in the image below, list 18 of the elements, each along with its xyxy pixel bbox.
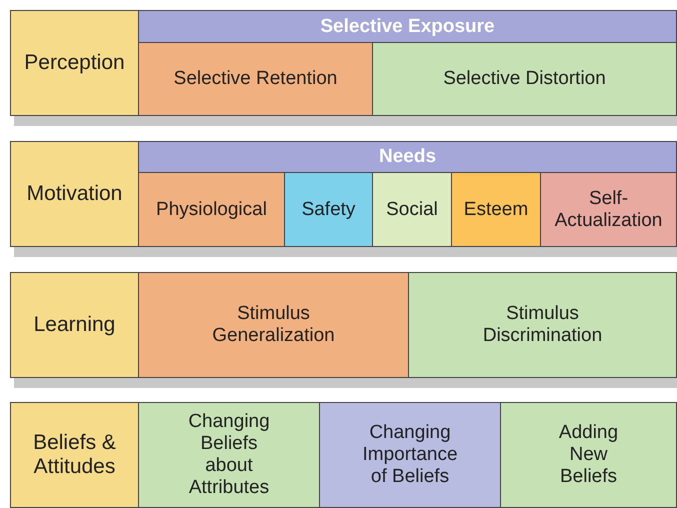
category-label-box: Learning [10,272,139,378]
header-bar: Selective Exposure [138,10,677,43]
category-cell: Stimulus Generalization [138,272,409,378]
category-cell: Self-Actualization [540,172,677,247]
category-label-box: Beliefs & Attitudes [10,402,139,508]
category-label-box: Motivation [10,141,139,247]
category-label-box: Perception [10,10,139,116]
category-cell: Changing Beliefs about Attributes [138,402,320,508]
category-cell: Selective Distortion [372,42,677,116]
category-cell: Social [372,172,452,247]
category-cell: Selective Retention [138,42,373,116]
category-cell: Esteem [451,172,541,247]
category-cell: Stimulus Discrimination [408,272,677,378]
category-cell: Changing Importance of Beliefs [319,402,501,508]
header-bar: Needs [138,141,677,173]
category-cell: Physiological [138,172,285,247]
category-cell: Adding New Beliefs [500,402,677,508]
category-cell: Safety [284,172,373,247]
